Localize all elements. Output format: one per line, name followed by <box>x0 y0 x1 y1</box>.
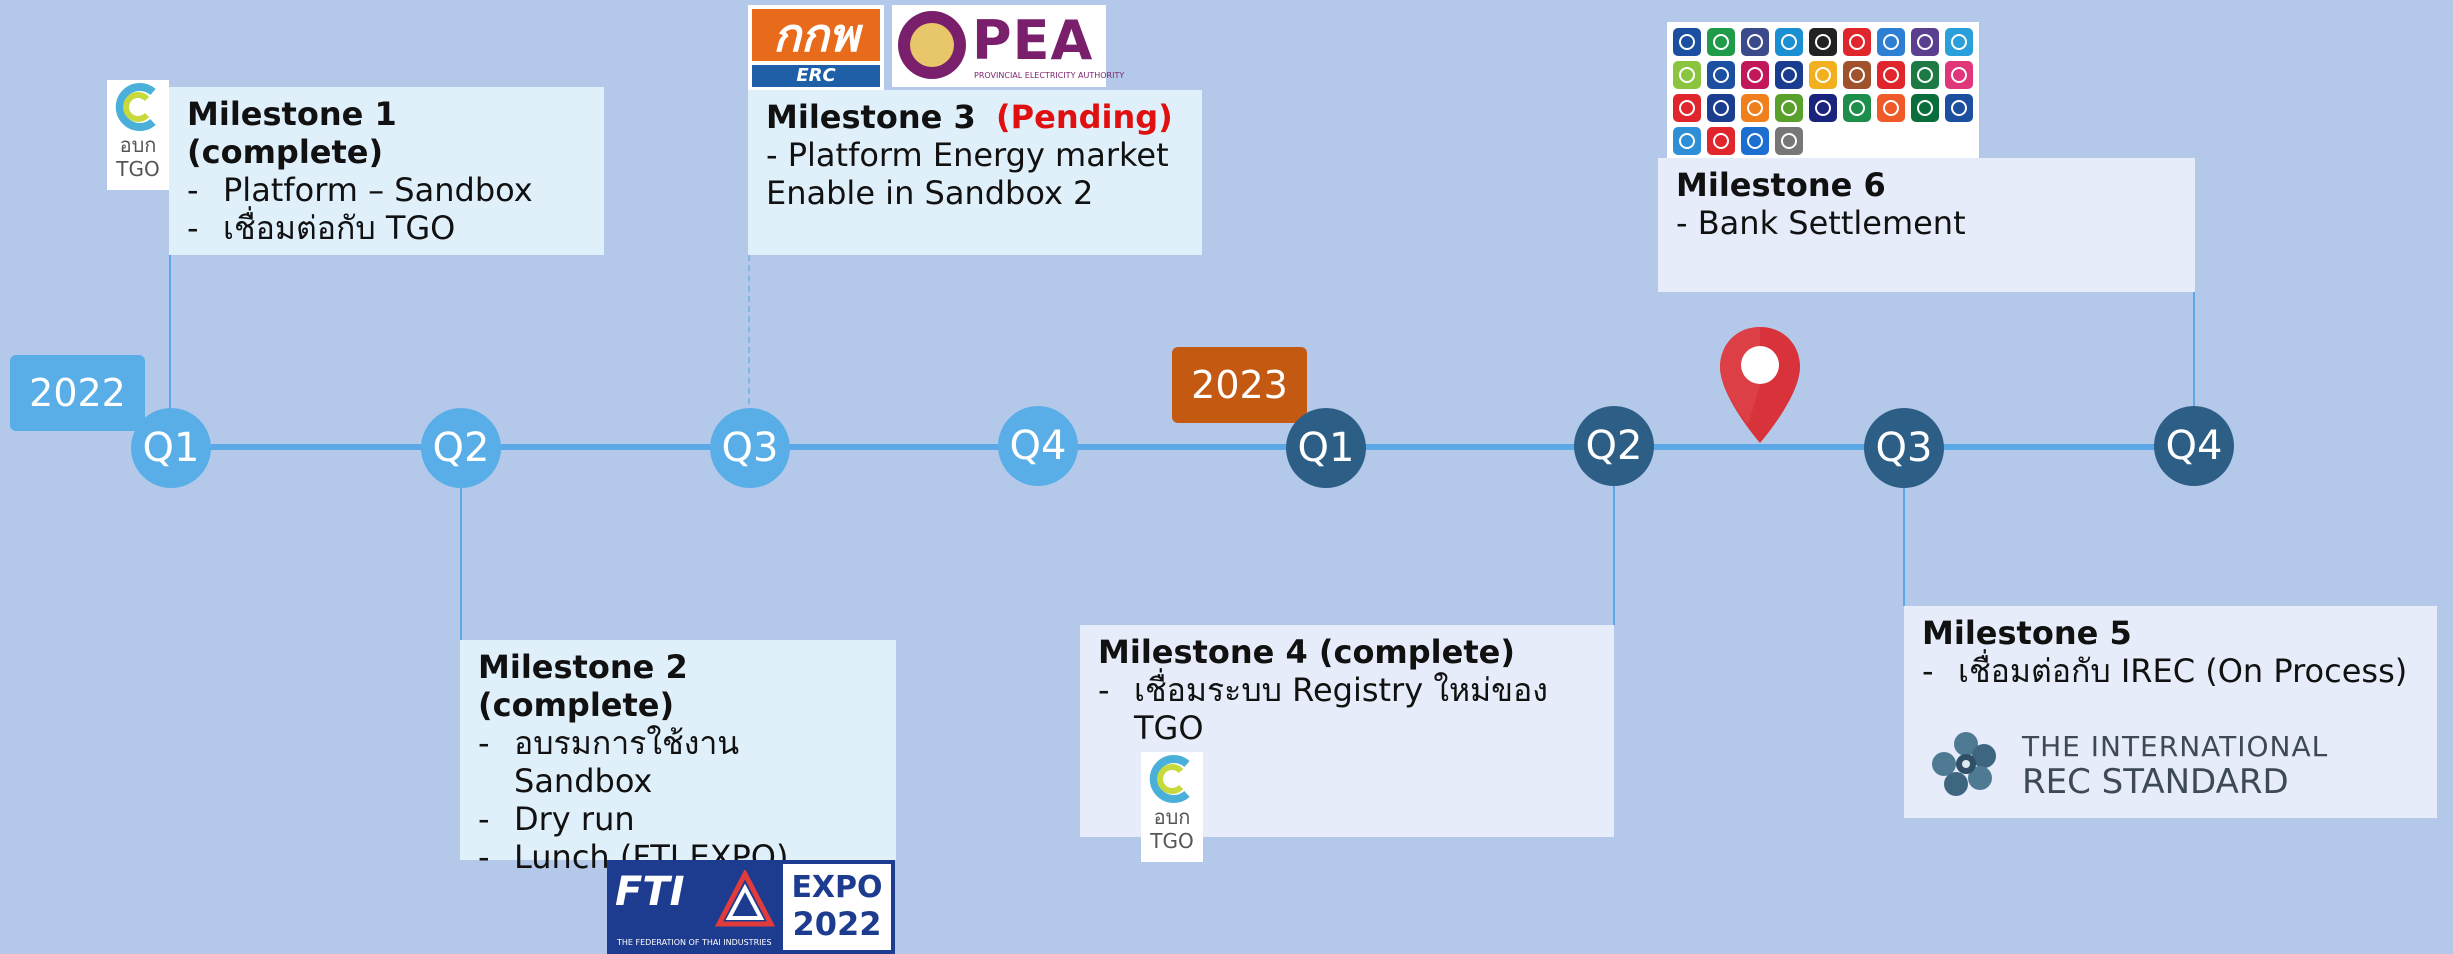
erc-logo: กกพ ERC <box>748 5 884 91</box>
milestone-1-card: Milestone 1 (complete) -Platform – Sandb… <box>169 87 604 255</box>
milestone-3-line: - Platform Energy market <box>766 136 1169 174</box>
bank-logo-icon <box>1741 28 1769 56</box>
list-item: -เชื่อมระบบ Registry ใหม่ของ TGO <box>1098 671 1548 747</box>
bank-logo-icon <box>1673 127 1701 155</box>
quarter-2022-q2: Q2 <box>421 408 501 488</box>
connector-m6 <box>2193 250 2195 445</box>
bank-logo-icon <box>1775 127 1803 155</box>
fti-triangle-icon <box>715 870 775 927</box>
list-item: -เชื่อมต่อกับ TGO <box>187 209 456 247</box>
bank-logo-icon <box>1877 28 1905 56</box>
bank-logo-icon <box>1775 94 1803 122</box>
bank-logo-icon <box>1843 28 1871 56</box>
location-pin-icon <box>1720 327 1800 443</box>
milestone-6-line: - Bank Settlement <box>1676 204 1966 242</box>
pea-seal-icon <box>898 11 966 79</box>
bank-logo-icon <box>1707 127 1735 155</box>
quarter-2022-q1: Q1 <box>131 408 211 488</box>
tgo-ring-icon <box>1149 755 1190 803</box>
milestone-5-title: Milestone 5 <box>1922 614 2132 652</box>
bank-logo-icon <box>1673 94 1701 122</box>
list-item: -เชื่อมต่อกับ IREC (On Process) <box>1922 652 2408 690</box>
bank-logo-icon <box>1809 28 1837 56</box>
year-2022-label: 2022 <box>10 355 145 431</box>
connector-m5 <box>1903 450 1905 606</box>
milestone-2-card: Milestone 2 (complete) -อบรมการใช้งาน Sa… <box>460 640 896 876</box>
bank-logo-icon <box>1809 94 1837 122</box>
quarter-2023-q1: Q1 <box>1286 408 1366 488</box>
milestone-6-title: Milestone 6 <box>1676 166 1886 204</box>
quarter-2023-q4: Q4 <box>2154 406 2234 486</box>
bank-logo-icon <box>1707 28 1735 56</box>
milestone-3-line: Enable in Sandbox 2 <box>766 174 1094 212</box>
bank-logo-icon <box>1911 61 1939 89</box>
connector-m2 <box>460 450 462 640</box>
bank-logo-icon <box>1741 94 1769 122</box>
tgo-logo: อบก TGO <box>107 80 169 190</box>
irec-flower-icon <box>1932 732 1996 796</box>
milestone-3-card: Milestone 3 (Pending) - Platform Energy … <box>748 90 1202 255</box>
bank-logo-icon <box>1707 94 1735 122</box>
milestone-4-title: Milestone 4 (complete) <box>1098 633 1515 671</box>
quarter-2023-q2: Q2 <box>1574 406 1654 486</box>
bank-logo-icon <box>1741 61 1769 89</box>
bank-logos-grid <box>1667 22 1979 159</box>
bank-logo-icon <box>1877 61 1905 89</box>
bank-logo-icon <box>1911 94 1939 122</box>
year-2023-label: 2023 <box>1172 347 1307 423</box>
bank-logo-icon <box>1673 28 1701 56</box>
bank-logo-icon <box>1945 94 1973 122</box>
bank-logo-icon <box>1775 61 1803 89</box>
irec-logo: THE INTERNATIONAL REC STANDARD <box>1930 724 2327 804</box>
milestone-5-card: Milestone 5 -เชื่อมต่อกับ IREC (On Proce… <box>1904 606 2437 818</box>
quarter-2022-q4: Q4 <box>998 406 1078 486</box>
bank-logo-icon <box>1741 127 1769 155</box>
list-item: -Platform – Sandbox <box>187 171 533 209</box>
bank-logo-icon <box>1843 94 1871 122</box>
milestone-3-title: Milestone 3 <box>766 98 976 136</box>
quarter-2022-q3: Q3 <box>710 408 790 488</box>
bank-logo-icon <box>1775 28 1803 56</box>
bank-logo-icon <box>1945 61 1973 89</box>
milestone-2-title: Milestone 2 (complete) <box>478 648 688 724</box>
connector-m4 <box>1613 450 1615 625</box>
bank-logo-icon <box>1809 61 1837 89</box>
milestone-6-card: Milestone 6 - Bank Settlement <box>1658 158 2195 292</box>
connector-m1 <box>169 255 171 445</box>
milestone-3-status: (Pending) <box>996 98 1173 136</box>
quarter-2023-q3: Q3 <box>1864 408 1944 488</box>
bank-logo-icon <box>1707 61 1735 89</box>
pea-logo: PEA PROVINCIAL ELECTRICITY AUTHORITY <box>892 5 1124 87</box>
milestone-1-title: Milestone 1 (complete) <box>187 95 397 171</box>
bank-logo-icon <box>1843 61 1871 89</box>
connector-m3 <box>748 255 750 445</box>
bank-logo-icon <box>1673 61 1701 89</box>
tgo-ring-icon <box>115 83 156 131</box>
list-item: -Dry run <box>478 800 635 838</box>
fti-expo-logo: FTI THE FEDERATION OF THAI INDUSTRIES EX… <box>607 860 895 954</box>
timeline-axis <box>140 444 2200 450</box>
tgo-logo: อบก TGO <box>1141 752 1203 862</box>
bank-logo-icon <box>1877 94 1905 122</box>
bank-logo-icon <box>1945 28 1973 56</box>
bank-icons <box>1673 28 1973 155</box>
list-item: -อบรมการใช้งาน Sandbox <box>478 724 740 800</box>
bank-logo-icon <box>1911 28 1939 56</box>
